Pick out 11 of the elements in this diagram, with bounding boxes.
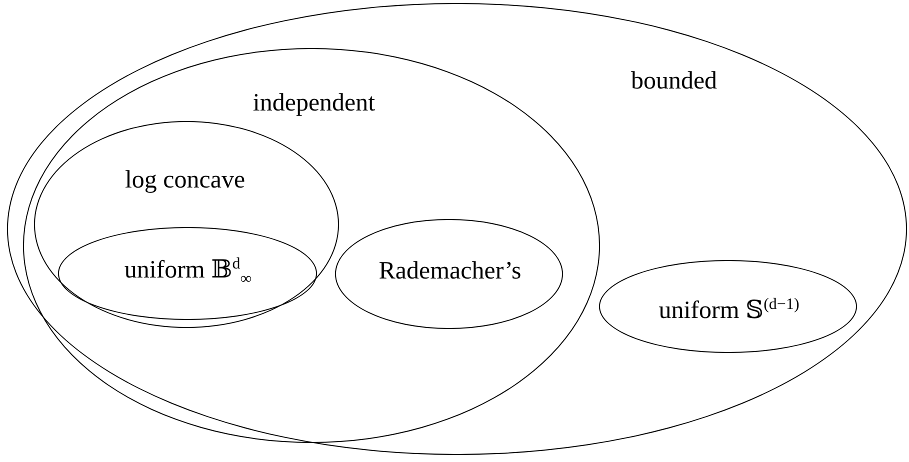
set-label: log concave [124, 168, 246, 192]
ellipse [599, 260, 857, 353]
set-label: Rademacher’s [378, 258, 522, 284]
ellipse [7, 3, 907, 455]
set-label: bounded [630, 68, 718, 94]
set-label: uniform 𝕊$^{(d−1)}$ [658, 296, 800, 324]
ellipse [335, 219, 563, 329]
ellipse [23, 48, 600, 443]
set-label: independent [252, 90, 376, 116]
ellipse [34, 121, 339, 328]
ellipse [58, 227, 317, 320]
